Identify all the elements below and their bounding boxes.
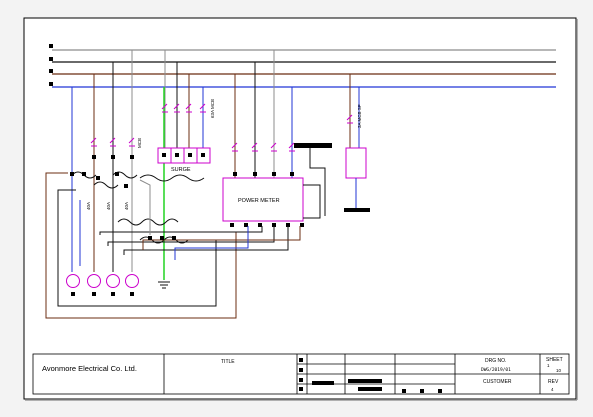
load-symbols bbox=[66, 274, 139, 296]
power-meter-label: POWER METER bbox=[238, 198, 280, 204]
terminals bbox=[70, 155, 176, 240]
load-circle-4 bbox=[125, 274, 139, 288]
spare-breaker-rating: 3A MCB SP bbox=[357, 104, 362, 128]
drg-no-value: DWG/2019/01 bbox=[481, 367, 511, 373]
earth-symbol bbox=[158, 281, 170, 289]
power-meter: POWER METER bbox=[222, 172, 304, 227]
busbar-terminal-n bbox=[49, 82, 53, 86]
customer-label: CUSTOMER bbox=[483, 379, 512, 385]
title-block-marks bbox=[299, 358, 442, 393]
rev-value: 4 bbox=[551, 387, 554, 392]
load-circle-3 bbox=[106, 274, 120, 288]
feeder-left-rating: 40A bbox=[86, 202, 91, 210]
feeder-mid-rating: 40A bbox=[106, 202, 111, 210]
sheet-of: 10 bbox=[556, 368, 562, 373]
busbar-terminal-l1 bbox=[49, 44, 53, 48]
surge-label: SURGE bbox=[171, 167, 191, 173]
sheet-label: SHEET bbox=[546, 357, 563, 363]
drg-no-label: DRG NO. bbox=[485, 358, 506, 364]
rev-label: REV bbox=[548, 379, 559, 385]
surge-breaker-rating: 63A MCB bbox=[210, 99, 215, 118]
busbars bbox=[49, 44, 556, 88]
title-label: TITLE bbox=[221, 359, 235, 365]
feeder-right-rating: 40A bbox=[124, 202, 129, 210]
company-name: Avonmore Electrical Co. Ltd. bbox=[42, 364, 137, 373]
breaker-contacts bbox=[90, 103, 353, 152]
load-circle-1 bbox=[66, 274, 80, 288]
busbar-terminal-l2 bbox=[49, 57, 53, 61]
busbar-terminal-l3 bbox=[49, 69, 53, 73]
surge-protector: SURGE bbox=[157, 147, 211, 173]
surge-mcb-label: MCB bbox=[137, 138, 142, 148]
load-circle-2 bbox=[87, 274, 101, 288]
spare-fuse-carrier bbox=[344, 147, 370, 212]
vertical-drops bbox=[71, 50, 360, 280]
sheet-value: 1 bbox=[547, 363, 550, 368]
control-wiring bbox=[45, 172, 301, 319]
meter-bus-bar bbox=[294, 143, 332, 148]
